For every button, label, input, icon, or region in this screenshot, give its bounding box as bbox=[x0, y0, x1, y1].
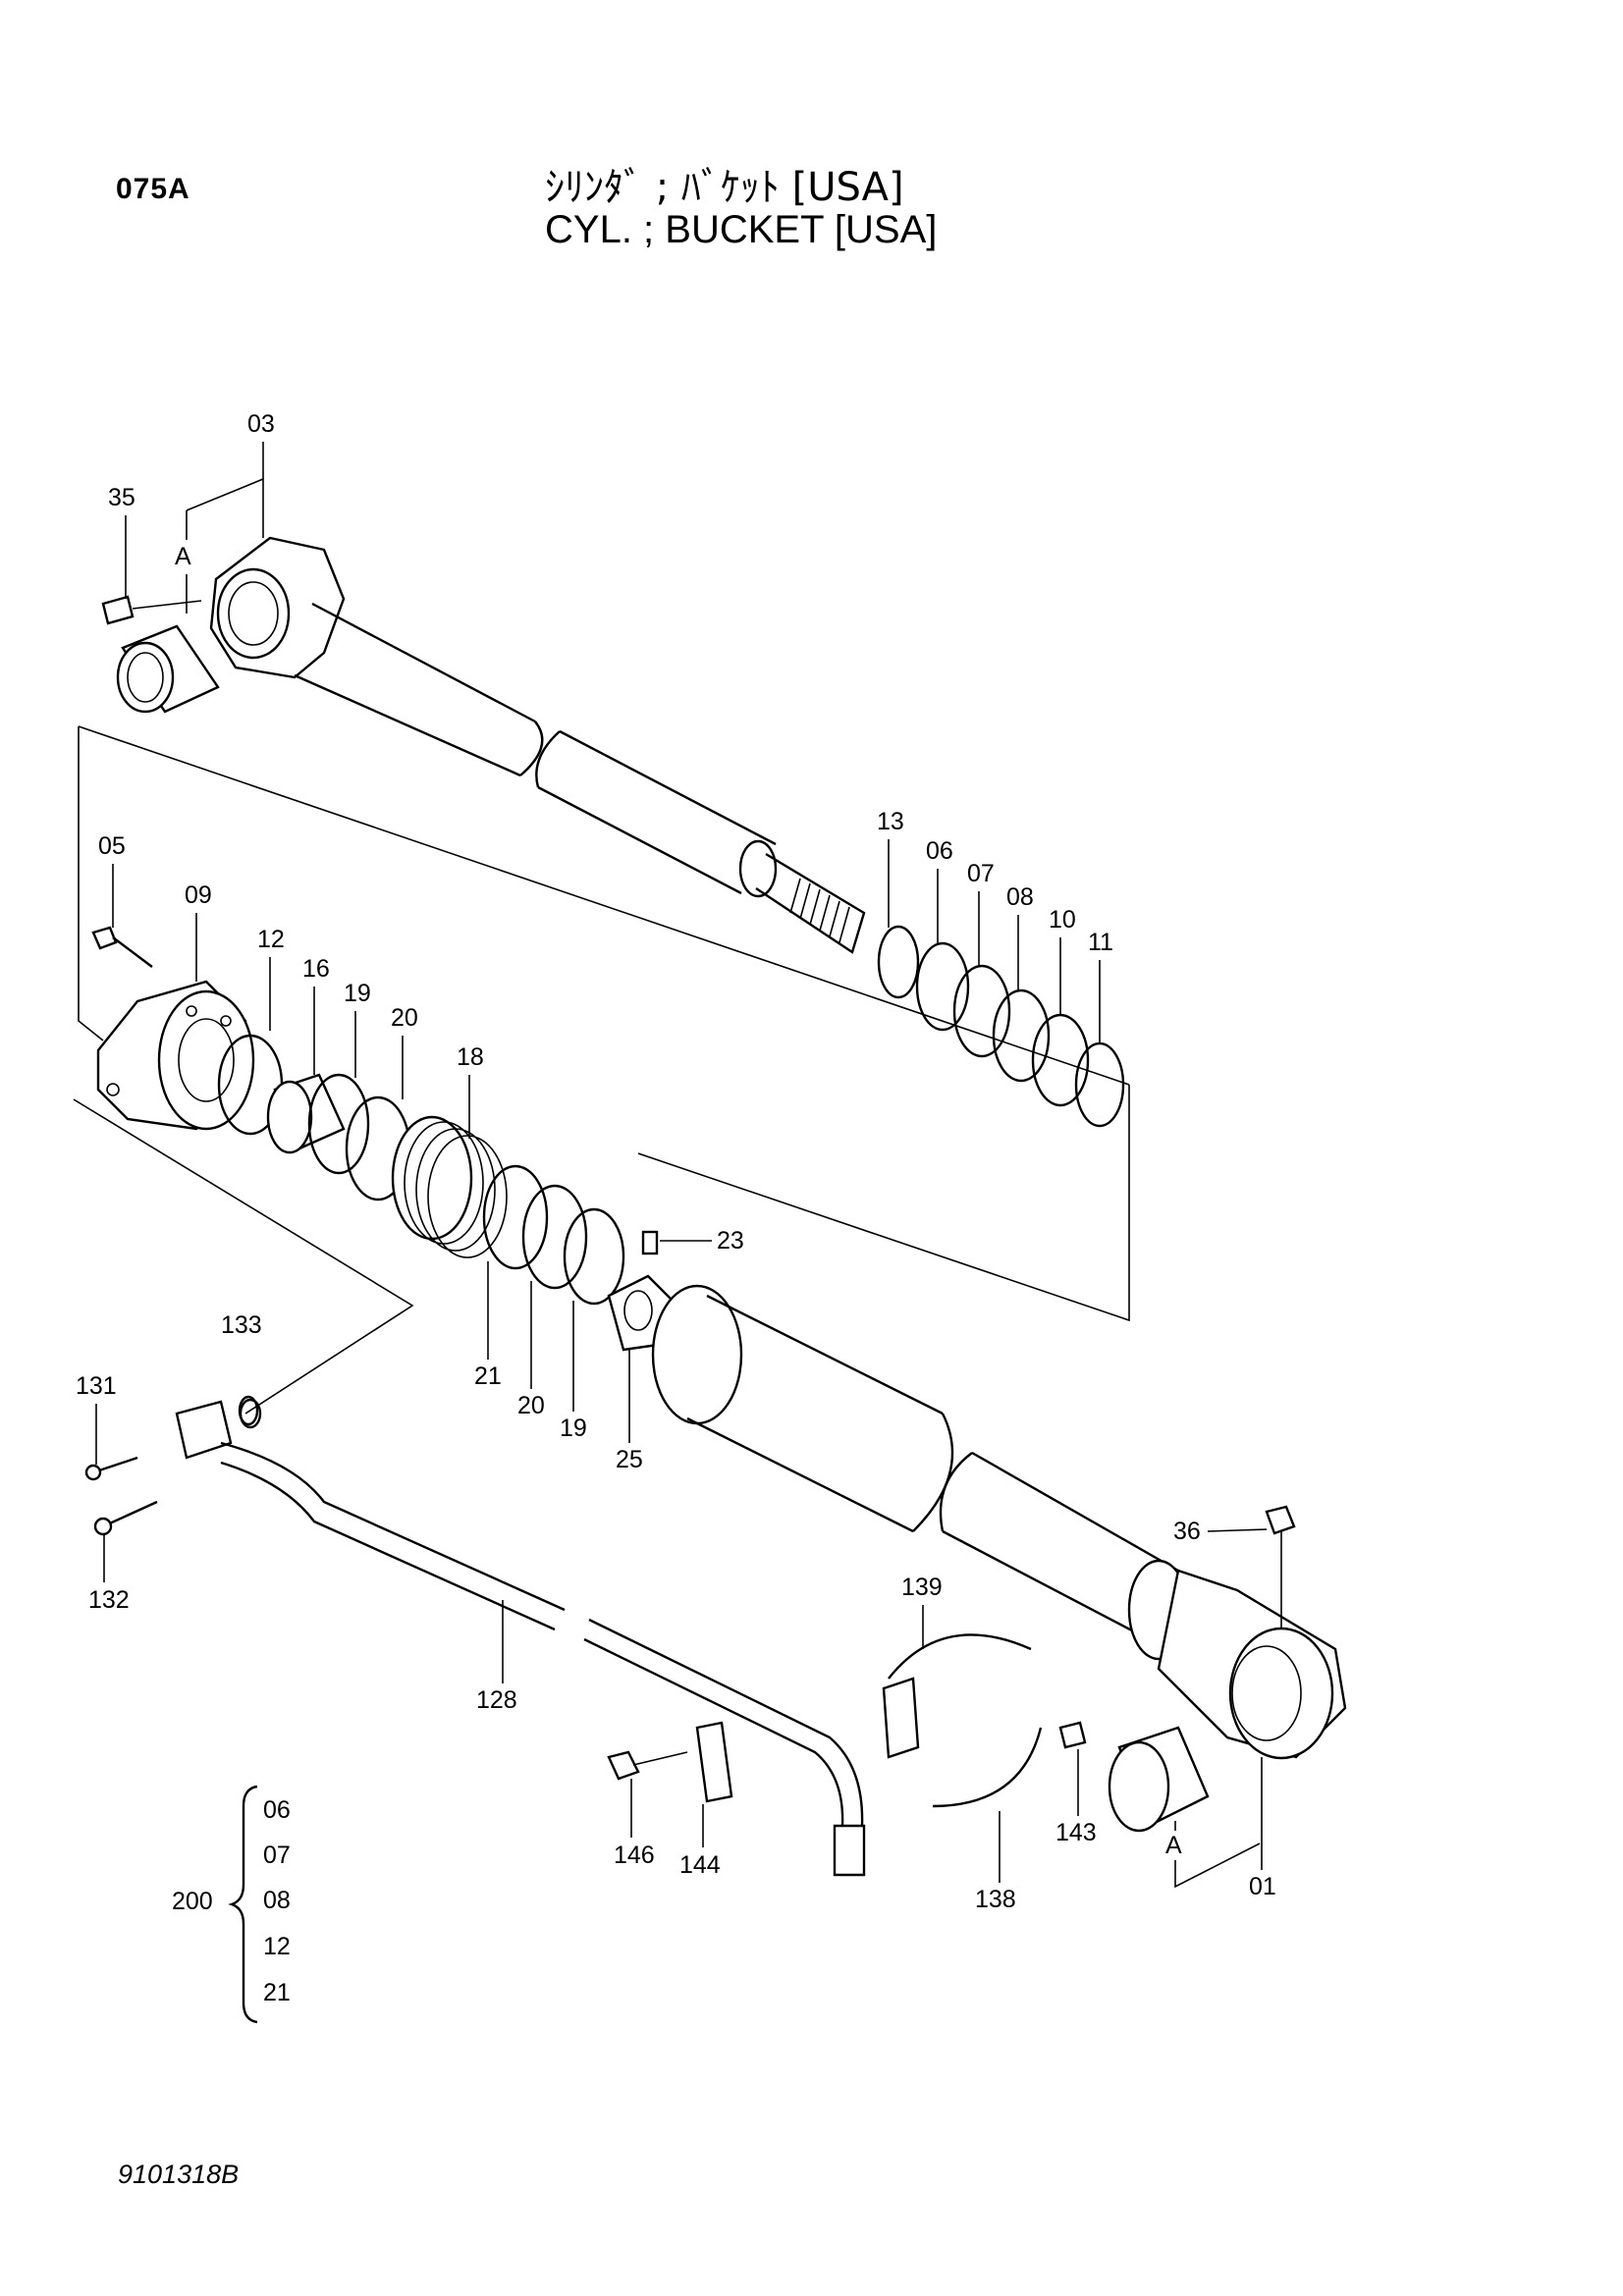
part-label-138: 138 bbox=[975, 1886, 1016, 1913]
part-label-19-top: 19 bbox=[344, 980, 371, 1007]
rod-cover bbox=[91, 926, 255, 1131]
part-label-09: 09 bbox=[185, 881, 212, 909]
rod-seal-rings bbox=[877, 925, 1125, 1128]
part-label-25: 25 bbox=[616, 1446, 643, 1473]
part-label-139: 139 bbox=[901, 1574, 943, 1601]
title-japanese: ｼﾘﾝﾀﾞ ; ﾊﾞｹｯﾄ [USA] bbox=[545, 165, 904, 210]
part-label-01: 01 bbox=[1249, 1873, 1276, 1900]
cylinder-tube bbox=[651, 1284, 1347, 1833]
part-label-144: 144 bbox=[679, 1851, 721, 1879]
part-label-19-bottom: 19 bbox=[560, 1415, 587, 1442]
part-label-131: 131 bbox=[76, 1372, 117, 1400]
part-label-05: 05 bbox=[98, 832, 126, 860]
part-label-20-bottom: 20 bbox=[517, 1392, 545, 1419]
gland-seals bbox=[217, 1034, 508, 1258]
part-label-13: 13 bbox=[877, 808, 904, 835]
part-label-23: 23 bbox=[717, 1227, 744, 1255]
seal-kit-item-5: 21 bbox=[263, 1979, 291, 2006]
part-label-143: 143 bbox=[1055, 1819, 1097, 1846]
part-label-20-top: 20 bbox=[391, 1004, 418, 1032]
part-callouts: 03 35 A 05 09 12 16 19 20 18 13 06 07 08… bbox=[76, 410, 1276, 1913]
piston-rod bbox=[101, 536, 866, 954]
seal-kit-group: 200 06 07 08 12 21 bbox=[172, 1785, 291, 2024]
drawing-number: 9101318B bbox=[118, 2160, 240, 2189]
seal-kit-number: 200 bbox=[172, 1888, 213, 1915]
part-label-128: 128 bbox=[476, 1686, 517, 1714]
part-label-07-top: 07 bbox=[967, 860, 995, 887]
seal-kit-item-3: 08 bbox=[263, 1887, 291, 1914]
part-label-10: 10 bbox=[1049, 906, 1076, 934]
part-label-08-top: 08 bbox=[1006, 883, 1034, 911]
seal-kit-item-1: 06 bbox=[263, 1796, 291, 1824]
part-label-12-top: 12 bbox=[257, 926, 285, 953]
part-label-A-top: A bbox=[175, 543, 191, 570]
seal-kit-item-2: 07 bbox=[263, 1842, 291, 1869]
pipe-assembly bbox=[84, 1398, 866, 1877]
part-label-06-top: 06 bbox=[926, 837, 953, 865]
part-label-36: 36 bbox=[1173, 1518, 1201, 1545]
part-label-146: 146 bbox=[614, 1842, 655, 1869]
piston-seals bbox=[482, 1164, 679, 1352]
part-label-16: 16 bbox=[302, 955, 330, 983]
part-label-18: 18 bbox=[457, 1043, 484, 1071]
part-label-21-bottom: 21 bbox=[474, 1362, 502, 1390]
seal-kit-item-4: 12 bbox=[263, 1933, 291, 1960]
pipe-clamps bbox=[607, 1633, 1087, 1808]
page-code: 075A bbox=[116, 173, 190, 205]
part-label-132: 132 bbox=[88, 1586, 130, 1614]
assembly-bracket-lines bbox=[73, 725, 1130, 1415]
title-english: CYL. ; BUCKET [USA] bbox=[545, 208, 938, 251]
part-label-03: 03 bbox=[247, 410, 275, 438]
part-label-35: 35 bbox=[108, 484, 135, 511]
part-label-A-bottom: A bbox=[1165, 1832, 1182, 1859]
part-label-133: 133 bbox=[221, 1311, 262, 1339]
part-label-11: 11 bbox=[1088, 929, 1113, 956]
